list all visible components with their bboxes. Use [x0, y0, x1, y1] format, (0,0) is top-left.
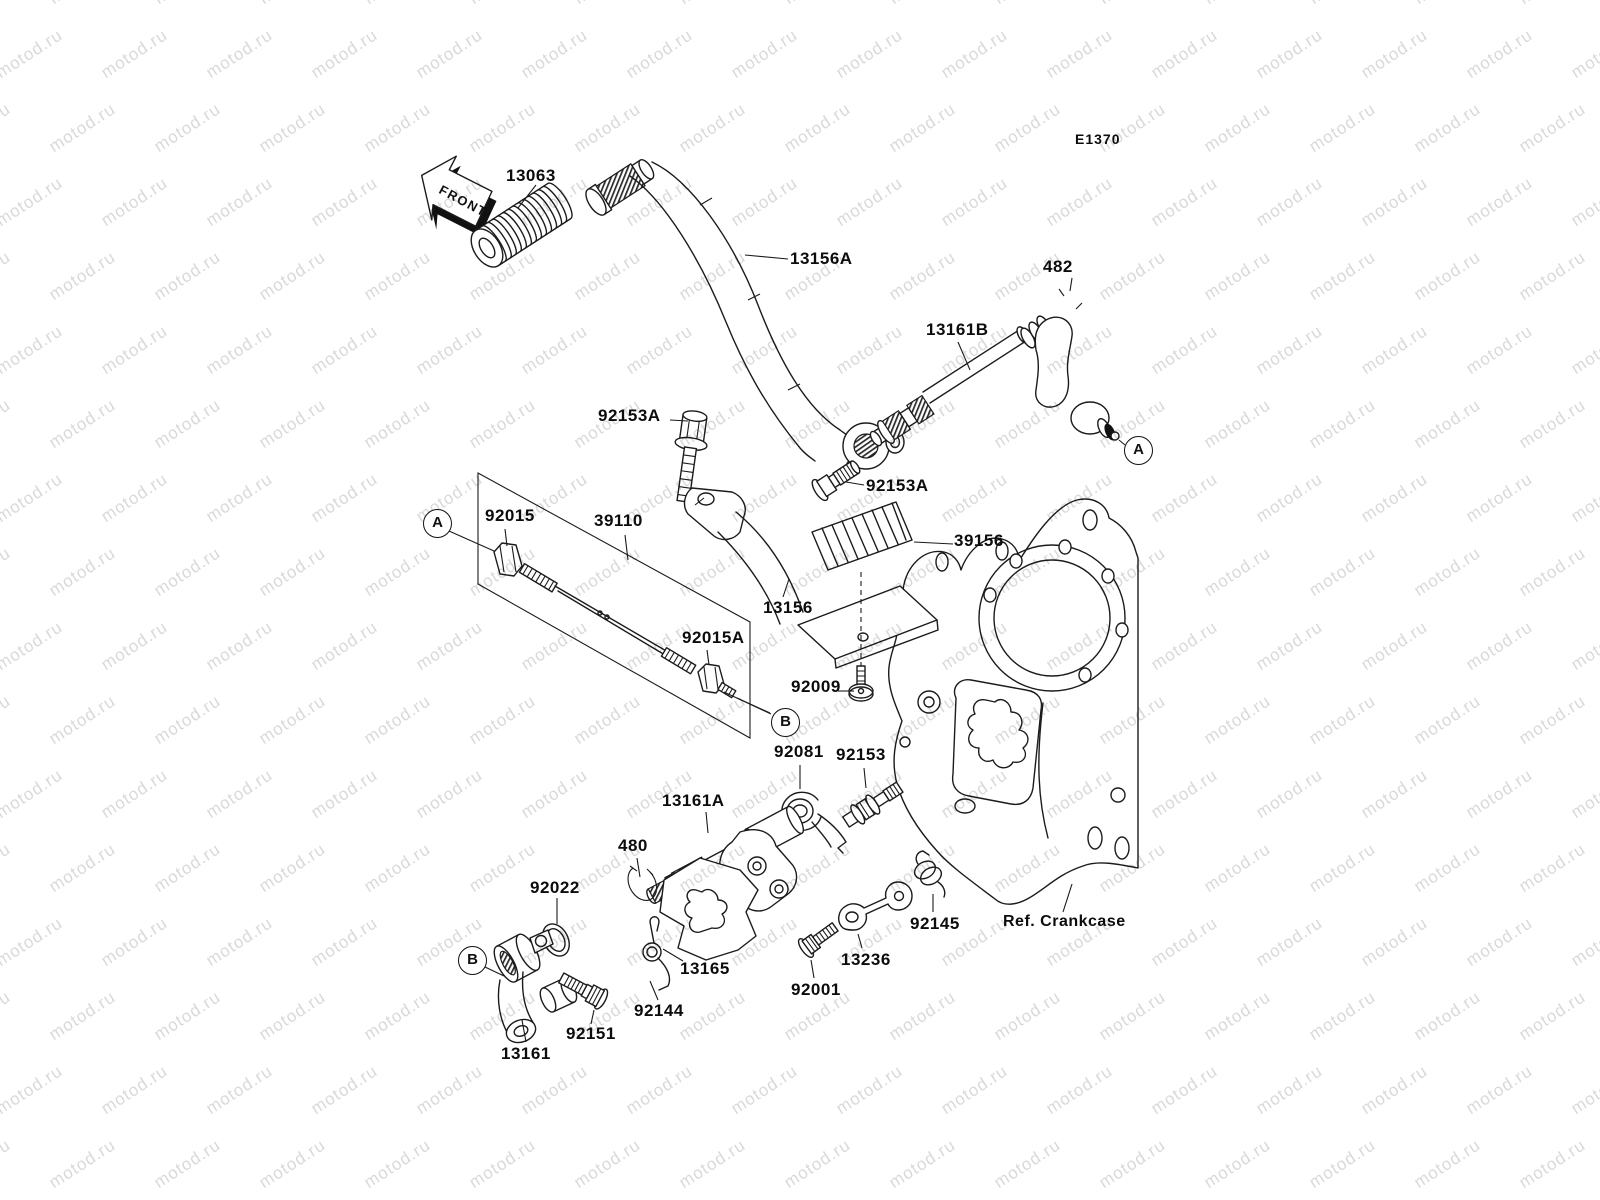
- part-92009-screw: [848, 665, 874, 702]
- leader-lines: [448, 184, 1126, 1043]
- part-92153-pin: [842, 781, 904, 828]
- part-13236-arm: [838, 881, 913, 931]
- part-13156-heel-lever: [683, 487, 939, 669]
- part-39110-tie-rod-assembly: [477, 472, 751, 739]
- part-13063-pedal-grip: [470, 182, 573, 268]
- part-92153A-bolt-left: [674, 410, 708, 503]
- part-39156-pedal-pad: [811, 501, 913, 684]
- part-92001-bolt: [797, 922, 839, 958]
- part-480-snap-ring: [627, 865, 658, 901]
- part-92153A-bolt-right: [811, 460, 861, 502]
- part-13156A-shift-pedal: [585, 159, 905, 479]
- part-13161B-shift-rod: [869, 315, 1120, 447]
- part-92145-spring: [913, 850, 946, 898]
- part-92144-spring: [642, 916, 671, 991]
- ref-crankcase-outline: [887, 498, 1139, 905]
- part-92151-bolt: [557, 972, 609, 1010]
- part-482-circlip: [1057, 288, 1083, 310]
- part-13165-shift-plate: [659, 857, 759, 961]
- front-arrow: FRONT: [420, 155, 497, 236]
